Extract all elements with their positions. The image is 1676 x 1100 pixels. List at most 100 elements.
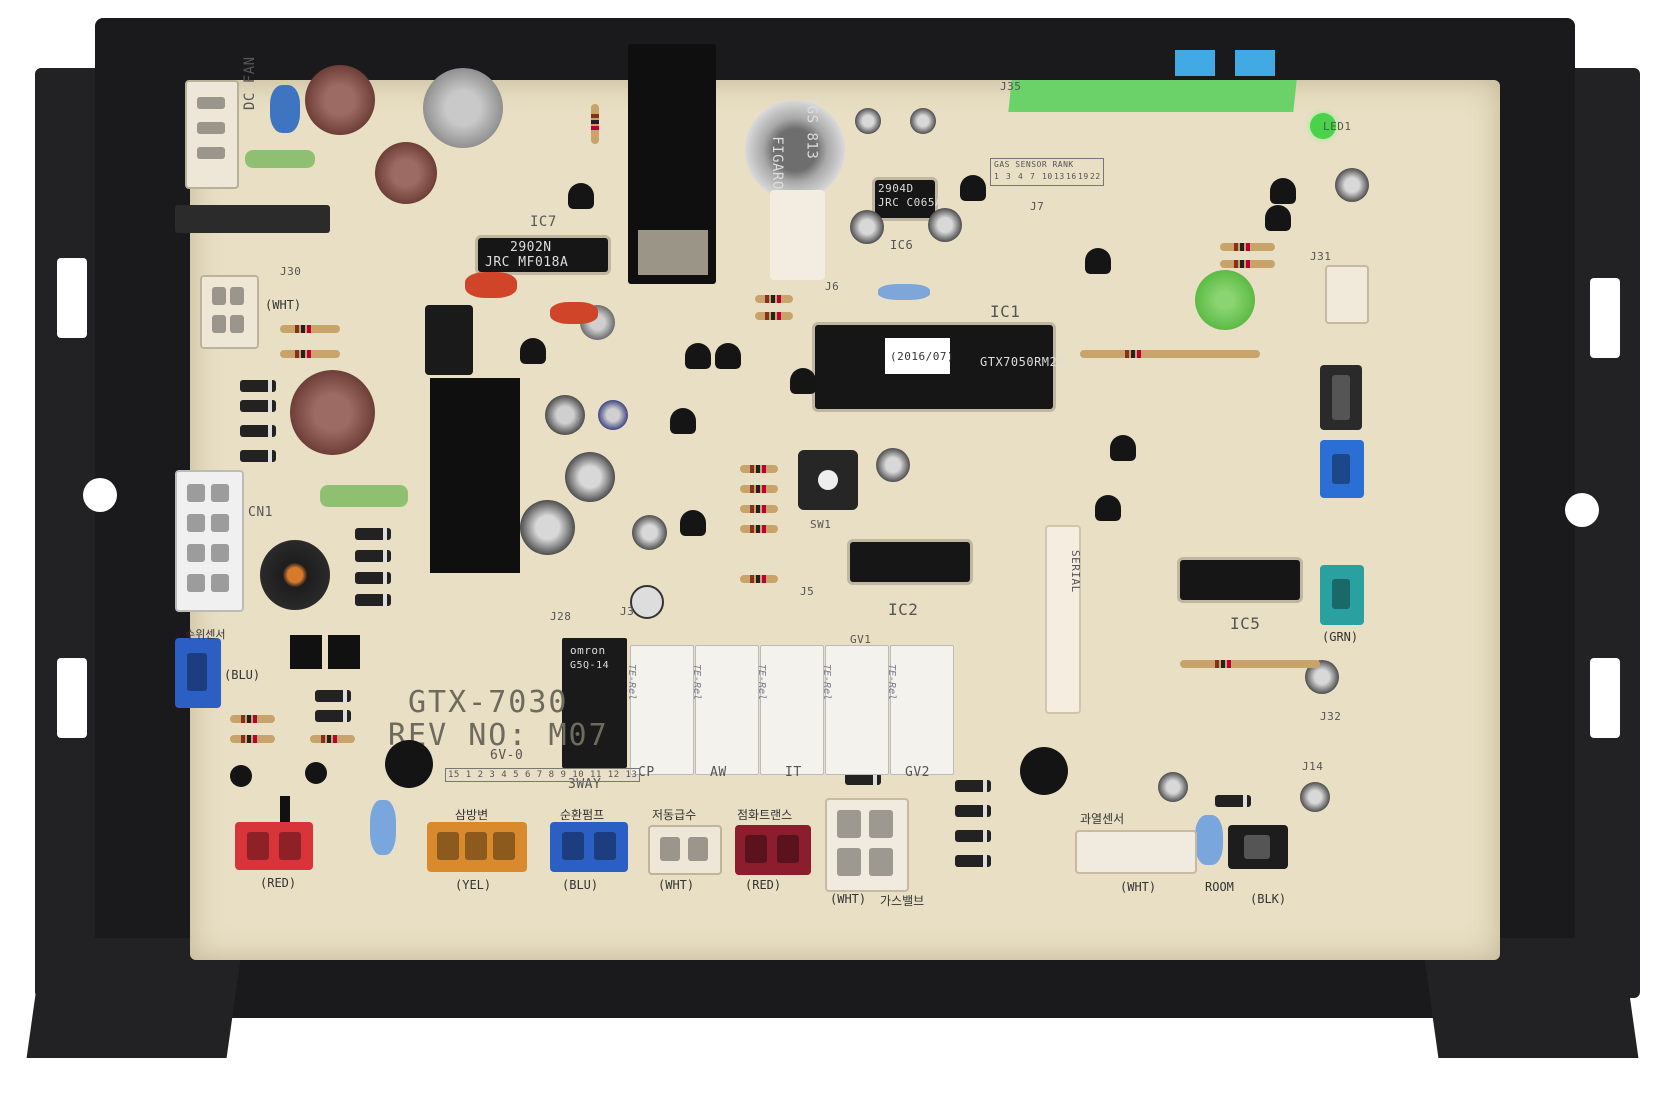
j3-label: J3 bbox=[620, 605, 635, 618]
relay-label-it: IT bbox=[785, 765, 802, 780]
small-capacitor bbox=[1335, 168, 1369, 202]
dc-fan-label: DC FAN bbox=[242, 56, 258, 110]
transistor bbox=[790, 368, 816, 394]
diode bbox=[955, 805, 991, 817]
electrolytic-capacitor bbox=[375, 142, 437, 204]
gas-valve-color: (WHT) bbox=[830, 892, 867, 906]
blue-jumper[interactable] bbox=[1175, 50, 1215, 76]
blue-capacitor bbox=[598, 400, 628, 430]
transistor bbox=[1085, 248, 1111, 274]
transistor bbox=[1095, 495, 1121, 521]
mount-hole bbox=[1565, 493, 1599, 527]
ic5-label: IC5 bbox=[1230, 614, 1261, 633]
small-capacitor bbox=[928, 208, 962, 242]
water-supply-connector[interactable] bbox=[648, 825, 722, 875]
rectifier-diode bbox=[240, 400, 276, 412]
circulation-pump-color: (BLU) bbox=[562, 878, 599, 892]
water-level-sensor-connector[interactable] bbox=[175, 638, 221, 708]
three-way-valve-name: 삼방변 bbox=[455, 808, 489, 822]
black-connector[interactable] bbox=[1320, 365, 1362, 430]
relay-label-cp: CP bbox=[638, 765, 655, 780]
ic5-chip bbox=[1180, 560, 1300, 600]
resistor bbox=[740, 485, 778, 493]
diode bbox=[315, 710, 351, 722]
small-capacitor bbox=[876, 448, 910, 482]
gas-sensor bbox=[745, 100, 845, 200]
resistor bbox=[310, 735, 355, 743]
small-capacitor bbox=[1158, 772, 1188, 802]
transistor bbox=[1110, 435, 1136, 461]
ignition-transformer-connector[interactable] bbox=[735, 825, 811, 875]
small-capacitor bbox=[632, 515, 667, 550]
resistor bbox=[280, 325, 340, 333]
gas-sensor-rank-cell: 4 bbox=[1018, 172, 1024, 181]
ic6-chip bbox=[875, 180, 935, 218]
gas-sensor-rank-cell: 7 bbox=[1030, 172, 1036, 181]
electrolytic-capacitor bbox=[520, 500, 575, 555]
small-capacitor bbox=[1300, 782, 1330, 812]
j32-label: J31 bbox=[1310, 250, 1332, 263]
resistor-array bbox=[1080, 350, 1260, 358]
room-connector[interactable] bbox=[1228, 825, 1288, 869]
small-capacitor bbox=[850, 210, 884, 244]
resistor bbox=[755, 295, 793, 303]
gas-rank-strip bbox=[1008, 80, 1297, 112]
gas-sensor-rank-cell: 10 bbox=[1042, 172, 1053, 181]
gas-valve-connector[interactable] bbox=[825, 798, 909, 892]
bottom-connector-red[interactable] bbox=[235, 822, 313, 870]
water-supply-name: 저동급수 bbox=[652, 808, 697, 822]
serial-label: SERIAL bbox=[1069, 550, 1082, 593]
red-capacitor bbox=[465, 272, 517, 298]
resistor bbox=[755, 312, 793, 320]
j30-label: J30 bbox=[280, 265, 302, 278]
serial-header[interactable] bbox=[1045, 525, 1081, 714]
ic7-label: IC7 bbox=[530, 214, 557, 230]
overheat-sensor-connector[interactable] bbox=[1075, 830, 1197, 874]
blue-jumper[interactable] bbox=[1235, 50, 1275, 76]
blue-connector-right[interactable] bbox=[1320, 440, 1364, 498]
gas-sensor-brand: FIGARO bbox=[768, 136, 785, 190]
teal-connector[interactable] bbox=[1320, 565, 1364, 625]
ceramic-disc-capacitor bbox=[1195, 815, 1223, 865]
aluminum-capacitor bbox=[423, 68, 503, 148]
dc-fan-connector[interactable] bbox=[185, 80, 239, 189]
rectifier-diode bbox=[240, 380, 276, 392]
red-capacitor bbox=[550, 302, 598, 324]
gas-sensor-model: TGS 813 bbox=[803, 96, 820, 160]
relay-label-aw: AW bbox=[710, 765, 727, 780]
coating-spot bbox=[230, 765, 252, 787]
ic1-date: (2016/07) bbox=[890, 350, 955, 363]
ignition-transformer-color: (RED) bbox=[745, 878, 782, 892]
certification-mark: 6V-0 bbox=[490, 748, 524, 763]
j32-connector[interactable] bbox=[1325, 265, 1369, 324]
rank-grid: 15 1 2 3 4 5 6 7 8 9 10 11 12 13 bbox=[445, 768, 641, 782]
circulation-pump-name: 순환펌프 bbox=[560, 808, 605, 822]
electrolytic-capacitor bbox=[565, 452, 615, 502]
electrolytic-capacitor bbox=[305, 65, 375, 135]
gas-sensor-rank-label: GAS SENSOR RANK bbox=[994, 160, 1074, 169]
relay-brand: TE-Rel bbox=[626, 664, 637, 701]
relay-brand: TE-Rel bbox=[821, 664, 832, 701]
diode bbox=[845, 773, 881, 785]
relay-brand: TE-Rel bbox=[756, 664, 767, 701]
cn1-connector[interactable] bbox=[175, 470, 244, 612]
relay-label-gv2: GV2 bbox=[905, 765, 930, 780]
electrolytic-capacitor bbox=[290, 370, 375, 455]
gas-sensor-rank-cell: 1 bbox=[994, 172, 1000, 181]
circulation-pump-connector[interactable] bbox=[550, 822, 628, 872]
board-model: GTX-7030 bbox=[408, 685, 569, 720]
j14-label: J32 bbox=[1320, 710, 1342, 723]
tactile-switch[interactable] bbox=[798, 450, 858, 510]
gas-valve-name: 가스밸브 bbox=[880, 894, 925, 908]
diode bbox=[955, 780, 991, 792]
small-capacitor bbox=[910, 108, 936, 134]
ic2-chip bbox=[850, 542, 970, 582]
wht-connector-top-left[interactable] bbox=[200, 275, 259, 349]
gas-sensor-rank-cell: 13 bbox=[1054, 172, 1065, 181]
optocoupler bbox=[290, 635, 322, 669]
ceramic-disc-capacitor bbox=[370, 800, 396, 855]
gas-sensor-base bbox=[770, 190, 825, 280]
three-way-valve-connector[interactable] bbox=[427, 822, 527, 872]
te-relay: TE-Rel bbox=[691, 645, 759, 775]
mount-hole bbox=[83, 478, 117, 512]
